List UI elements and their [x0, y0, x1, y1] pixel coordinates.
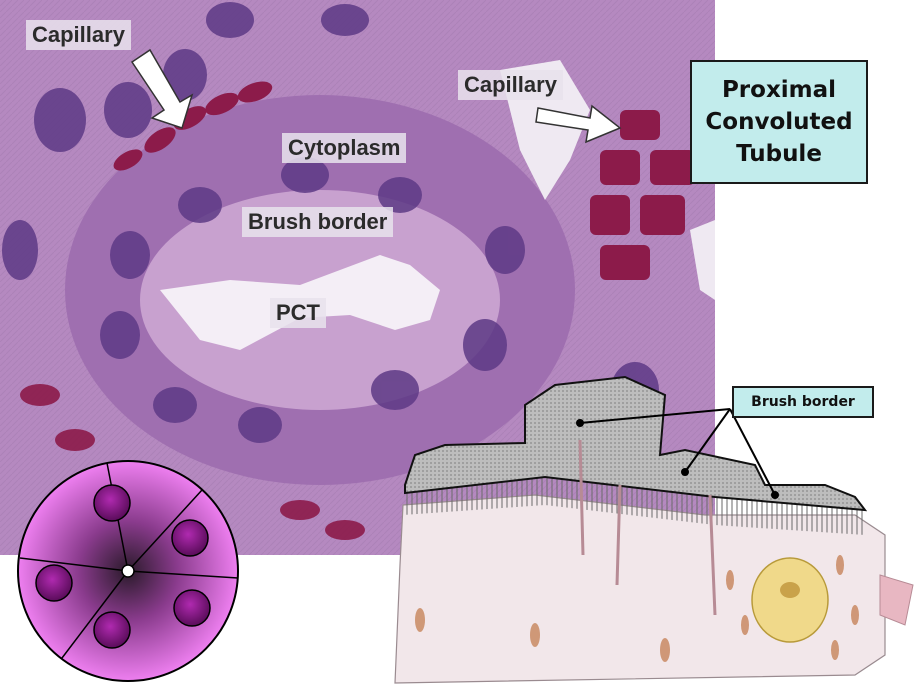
brush-border-diagram	[394, 375, 914, 684]
section-nuclei	[35, 484, 211, 649]
arrow-icon	[130, 48, 622, 144]
title-line-2: Convoluted	[705, 109, 853, 135]
rbc-right	[590, 110, 695, 280]
nuclei	[2, 2, 659, 480]
label-pct: PCT	[270, 298, 326, 328]
label-brush-border: Brush border	[242, 207, 394, 237]
title-line-3: Tubule	[736, 141, 822, 167]
section-lumen	[121, 564, 135, 578]
label-capillary-right: Capillary	[458, 70, 563, 100]
brush-border-surface	[404, 375, 868, 512]
title-line-1: Proximal	[721, 77, 837, 103]
label-capillary-left: Capillary	[26, 20, 131, 50]
tubule-cross-section-diagram	[17, 460, 239, 682]
histology-micrograph	[0, 0, 715, 555]
brush-border-callout: Brush border	[732, 386, 874, 418]
title-box: Proximal Convoluted Tubule	[690, 60, 868, 184]
cell-nucleus	[751, 557, 829, 643]
callout-lines	[579, 408, 776, 496]
label-cytoplasm: Cytoplasm	[282, 133, 407, 163]
